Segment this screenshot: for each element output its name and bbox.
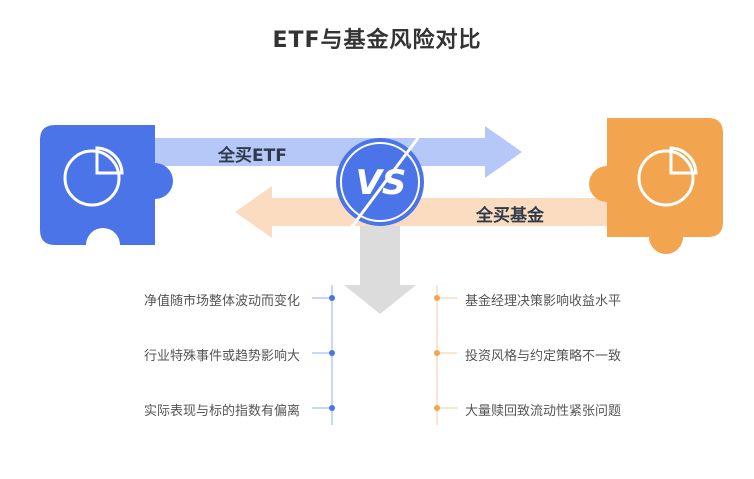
fund-risk-item: 投资风格与约定策略不一致 [465,349,622,364]
left-dot [329,405,335,411]
pie-chart-icon [63,146,124,207]
etf-arrow-label: 全买ETF [218,146,287,166]
etf-risk-item: 行业特殊事件或趋势影响大 [143,349,300,364]
fund-arrow [235,186,610,238]
left-dot [329,350,335,356]
left-dot [329,295,335,301]
right-dot [434,295,440,301]
pie-chart-icon [637,146,698,207]
fund-puzzle-piece [589,118,723,254]
etf-risk-item: 实际表现与标的指数有偏离 [143,404,300,419]
etf-arrow [150,126,522,178]
right-dot [434,405,440,411]
fund-risk-item: 基金经理决策影响收益水平 [465,294,622,309]
right-dot [434,350,440,356]
down-pointer-arrow [344,210,416,314]
page-title: ETF与基金风险对比 [272,28,482,53]
etf-risk-item: 净值随市场整体波动而变化 [143,294,300,309]
etf-puzzle-piece [40,125,173,245]
fund-arrow-label: 全买基金 [476,206,544,226]
vs-badge-text: VS [356,163,407,203]
fund-risk-item: 大量赎回致流动性紧张问题 [465,404,622,419]
